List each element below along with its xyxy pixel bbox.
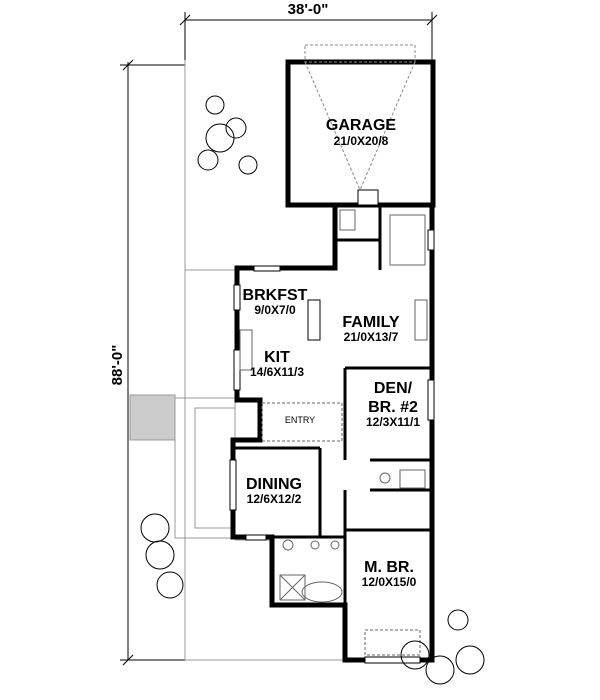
windows (229, 229, 435, 664)
depth-dimension (120, 59, 185, 666)
dining-size: 12/6X12/2 (247, 492, 302, 506)
width-label: 38'-0" (288, 1, 329, 18)
den-label-2: BR. #2 (368, 399, 418, 416)
fixtures (239, 209, 428, 656)
brkfst-size: 9/0X7/0 (254, 303, 296, 317)
family-label: FAMILY (342, 314, 400, 331)
family-size: 21/0X13/7 (344, 330, 399, 344)
exterior-walls (230, 205, 435, 663)
width-dimension (179, 12, 438, 60)
mbr-label: M. BR. (364, 559, 414, 576)
den-size: 12/3X11/1 (366, 415, 420, 429)
kit-size: 14/6X11/3 (250, 365, 304, 379)
kit-label: KIT (264, 349, 290, 366)
interior-walls (233, 205, 430, 660)
den-label: DEN/ (374, 380, 413, 397)
garage-label: GARAGE (326, 117, 397, 134)
entry-label: ENTRY (285, 415, 315, 425)
trees (140, 95, 485, 685)
depth-label: 88'-0" (109, 345, 126, 386)
dining-label: DINING (246, 476, 302, 493)
garage-size: 21/0X20/8 (334, 134, 389, 148)
garage (285, 44, 436, 208)
brkfst-label: BRKFST (243, 287, 308, 304)
mbr-size: 12/0X15/0 (362, 575, 417, 589)
